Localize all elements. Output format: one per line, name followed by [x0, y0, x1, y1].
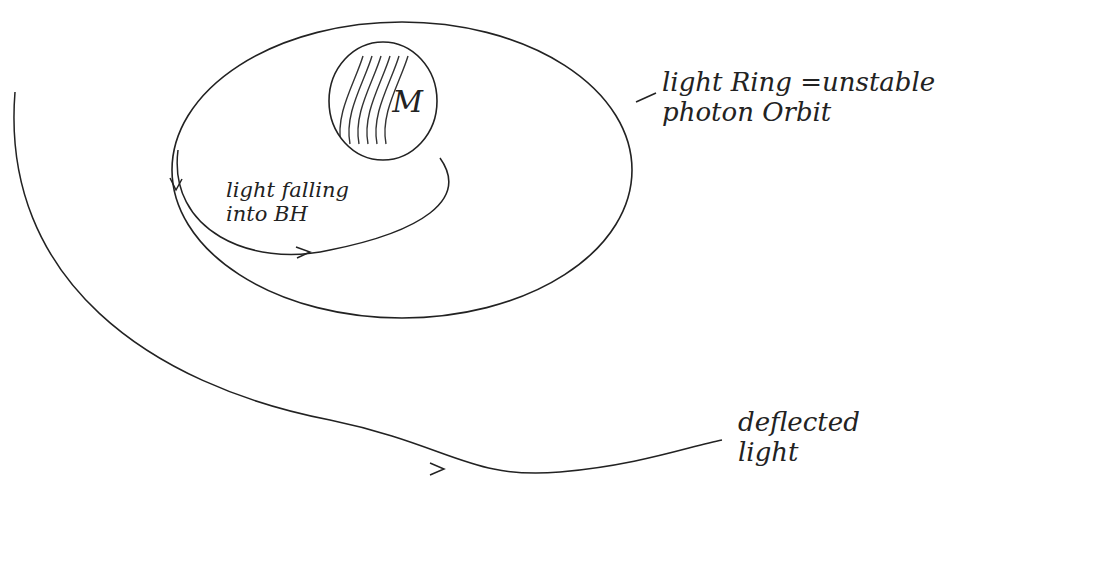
black-hole: M	[327, 40, 439, 162]
arrowhead	[170, 178, 182, 190]
annotation-label: light falling into BH	[226, 178, 376, 226]
deflected-light-path	[14, 92, 722, 473]
mass-label: M	[392, 84, 423, 119]
arrowhead	[430, 463, 444, 475]
annotation-label: deflected light	[738, 408, 908, 468]
infalling-light-path	[177, 150, 449, 254]
annotation-label: light Ring =unstable photon Orbit	[662, 68, 962, 128]
leader-line	[636, 93, 656, 102]
arrowhead	[296, 247, 310, 258]
light-ring	[172, 22, 632, 318]
